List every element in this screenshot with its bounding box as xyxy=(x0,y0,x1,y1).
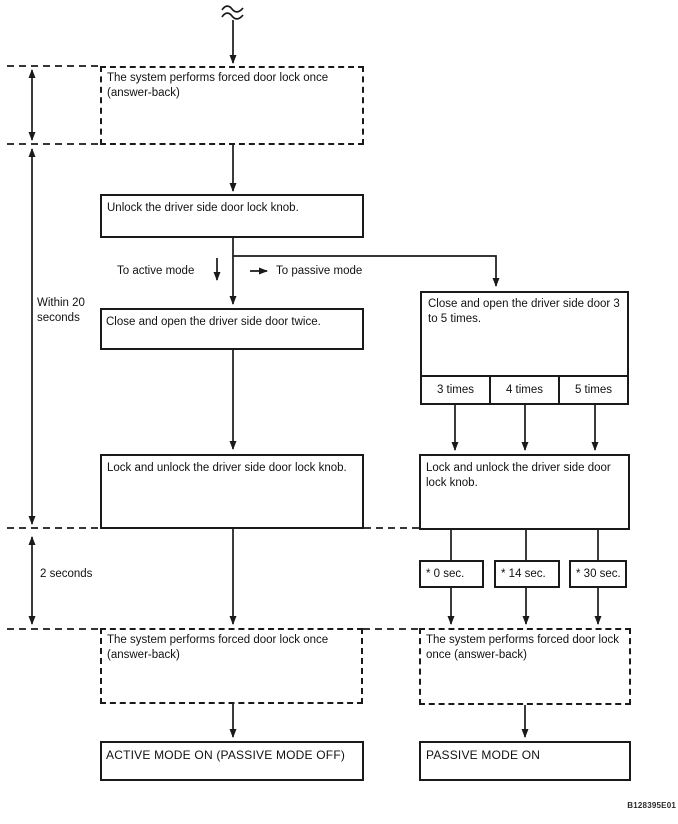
box-close-open-3to5: Close and open the driver side door 3 to… xyxy=(420,291,629,405)
times-option-row: 3 times 4 times 5 times xyxy=(420,375,629,405)
box-passive-mode-on: PASSIVE MODE ON xyxy=(419,741,631,781)
times-cell-5: 5 times xyxy=(574,383,613,396)
box-active-mode-on: ACTIVE MODE ON (PASSIVE MODE OFF) xyxy=(100,741,364,781)
box-unlock-knob: Unlock the driver side door lock knob. xyxy=(100,194,364,238)
box-answer-back-left: The system performs forced door lock onc… xyxy=(100,628,363,704)
label-to-active-mode: To active mode xyxy=(117,265,195,277)
box-close-open-twice: Close and open the driver side door twic… xyxy=(100,308,364,350)
connector-branch-to-passive xyxy=(233,255,500,287)
label-within-20-seconds: Within 20 seconds xyxy=(37,297,85,324)
box-close-open-3to5-text: Close and open the driver side door 3 to… xyxy=(428,298,620,325)
times-cell-4: 4 times xyxy=(491,377,560,403)
times-cell-3: 3 times xyxy=(422,377,491,403)
break-symbol-icon xyxy=(221,5,244,20)
box-answer-back-right: The system performs forced door lock onc… xyxy=(419,628,631,705)
box-30-sec: * 30 sec. xyxy=(569,560,627,588)
box-14-sec: * 14 sec. xyxy=(494,560,560,588)
box-lock-unlock-right: Lock and unlock the driver side door loc… xyxy=(419,454,630,530)
box-answer-back-top: The system performs forced door lock onc… xyxy=(100,66,364,145)
label-2-seconds: 2 seconds xyxy=(40,568,93,580)
label-to-passive-mode: To passive mode xyxy=(276,265,363,277)
box-lock-unlock-left: Lock and unlock the driver side door loc… xyxy=(100,454,364,529)
box-0-sec: * 0 sec. xyxy=(419,560,484,588)
figure-code: B128395E01 xyxy=(627,801,676,810)
